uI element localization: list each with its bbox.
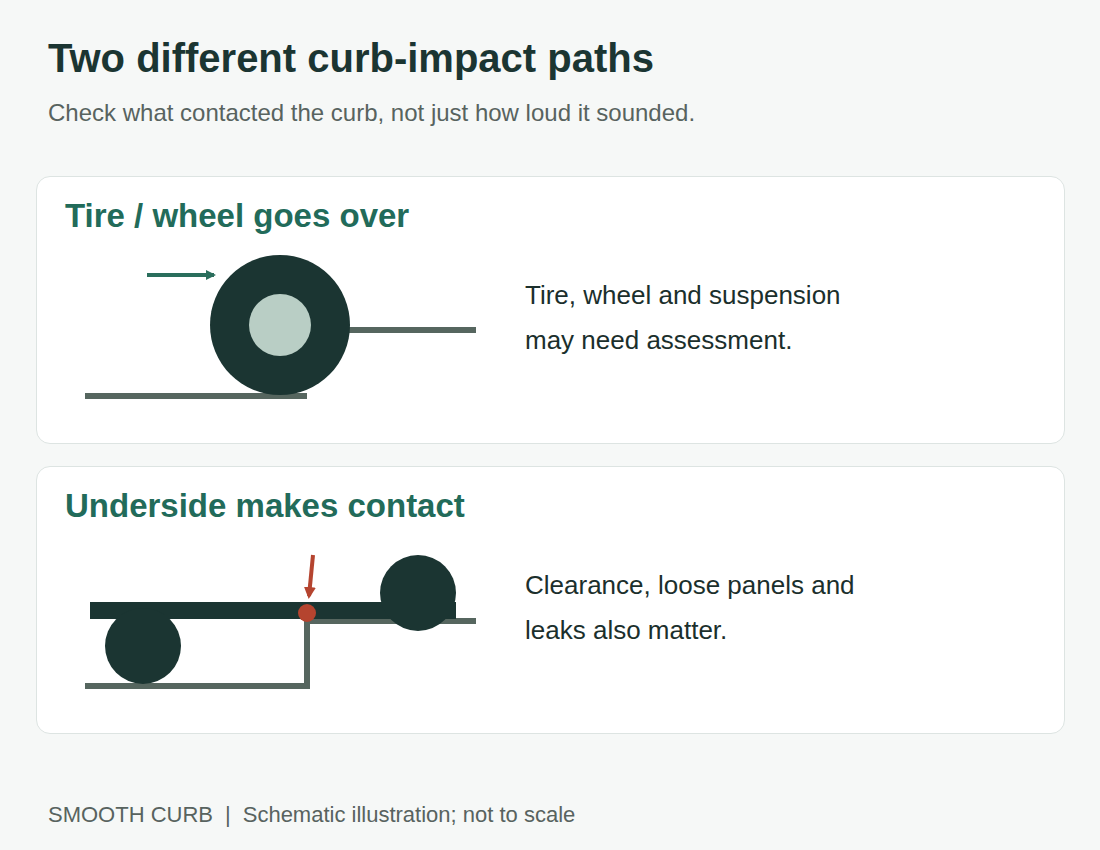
panel-heading: Underside makes contact: [65, 487, 465, 525]
panel-note: Clearance, loose panels and leaks also m…: [525, 563, 865, 653]
panel-note: Tire, wheel and suspension may need asse…: [525, 273, 895, 363]
footer-note: Schematic illustration; not to scale: [243, 802, 576, 828]
footer-brand: SMOOTH CURB: [48, 802, 213, 828]
panel-heading: Tire / wheel goes over: [65, 197, 409, 235]
scenario-panel: Tire / wheel goes overTire, wheel and su…: [36, 176, 1065, 444]
front-wheel: [380, 555, 456, 631]
footer-separator: |: [225, 802, 231, 828]
tire: [210, 255, 350, 395]
rear-wheel: [105, 608, 181, 684]
subtitle: Check what contacted the curb, not just …: [48, 99, 695, 127]
curb-top: [340, 327, 476, 333]
scenario-panel: Underside makes contactClearance, loose …: [36, 466, 1065, 734]
wheel-hub: [249, 294, 311, 356]
contact-point: [298, 604, 316, 622]
motion-arrow: [147, 273, 214, 277]
page-title: Two different curb-impact paths: [48, 36, 654, 81]
